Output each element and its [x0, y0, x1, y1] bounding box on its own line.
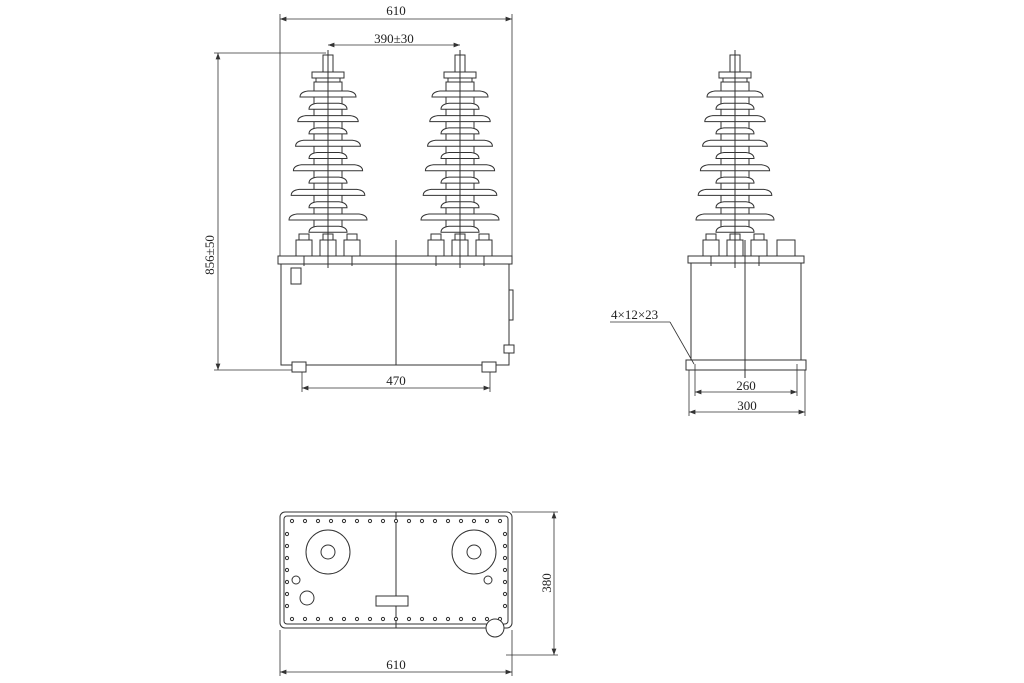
- tank-body: [690, 262, 802, 361]
- dim-foot-spacing: 470: [386, 373, 406, 388]
- ground-terminal: [503, 344, 515, 354]
- nameplate: [290, 267, 302, 285]
- insulator-right: [420, 50, 500, 268]
- dim-overall-width: 610: [386, 3, 406, 18]
- dim-top-width: 610: [386, 657, 406, 672]
- foot-right: [481, 361, 497, 373]
- nameplate: [375, 595, 409, 607]
- tank-body: [280, 263, 510, 366]
- dim-top-depth: 380: [539, 573, 554, 593]
- dim-mounting-holes: 4×12×23: [611, 307, 658, 322]
- insulator-side: [695, 50, 775, 268]
- ground-terminal: [485, 618, 505, 638]
- top-flange: [277, 255, 513, 265]
- dim-hole-spacing: 260: [736, 378, 756, 393]
- top-flange: [687, 255, 805, 264]
- side-view: 260 300 4×12×23: [610, 50, 807, 416]
- top-view: 610 380: [279, 511, 558, 676]
- foot-left: [291, 361, 307, 373]
- insulator-left: [288, 50, 368, 268]
- dim-base-width: 300: [737, 398, 757, 413]
- front-view: 610 390±30 856±50 470: [202, 3, 515, 392]
- dim-overall-height: 856±50: [202, 235, 217, 275]
- dim-terminal-spacing: 390±30: [374, 31, 414, 46]
- side-box: [508, 289, 514, 321]
- terminal-box: [776, 239, 796, 257]
- base-plate: [685, 359, 807, 371]
